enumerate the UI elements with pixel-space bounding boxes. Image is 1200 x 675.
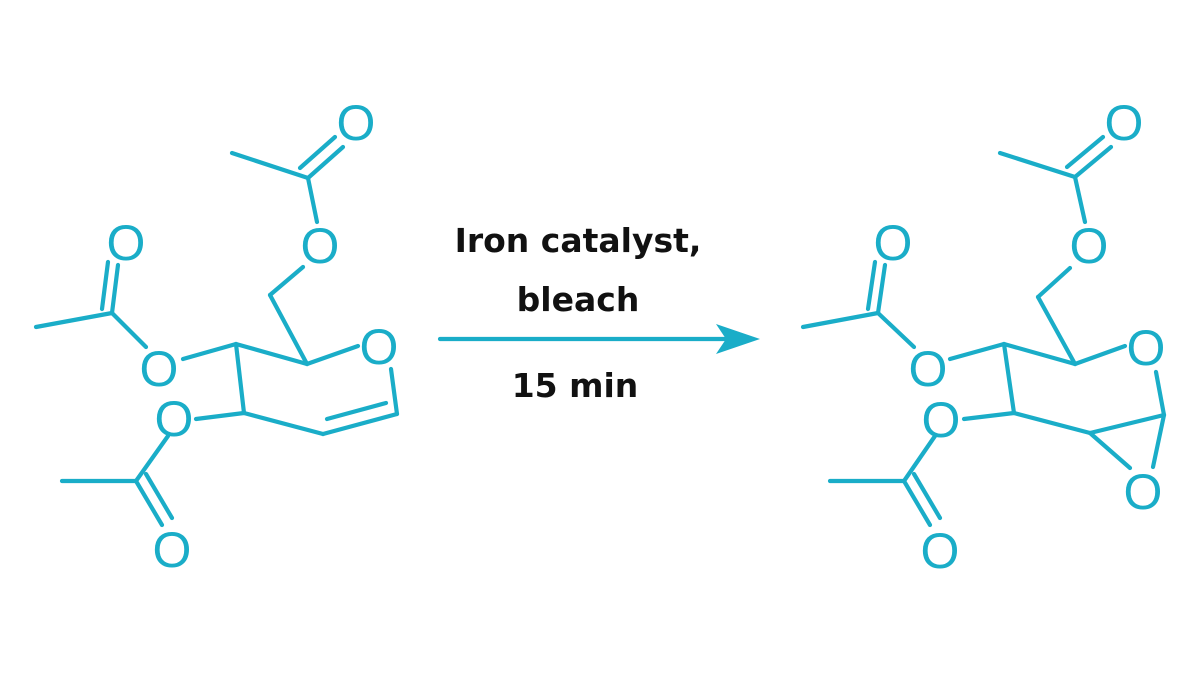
product-carbonyl-oxygen: O xyxy=(921,523,960,579)
reactant-ester-oxygen: O xyxy=(301,218,340,274)
product-ring-oxygen: O xyxy=(1127,320,1166,376)
product-ester-oxygen: O xyxy=(1070,218,1109,274)
product-bonds xyxy=(800,134,1167,528)
reactant-ester-oxygen: O xyxy=(140,341,179,397)
reactant-bonds xyxy=(33,134,400,528)
product-ester-oxygen: O xyxy=(922,392,961,448)
reaction-arrow-head xyxy=(716,324,760,354)
oxidant-label: bleach xyxy=(517,280,640,319)
reaction-arrow-group: Iron catalyst, bleach 15 min xyxy=(437,221,760,405)
reactant-ester-oxygen: O xyxy=(155,391,194,447)
reactant-molecule: O O O O O O O xyxy=(33,95,400,578)
reactant-carbonyl-oxygen: O xyxy=(337,95,376,151)
reaction-time-label: 15 min xyxy=(512,366,639,405)
reactant-carbonyl-oxygen: O xyxy=(153,522,192,578)
reactant-carbonyl-oxygen: O xyxy=(107,215,146,271)
catalyst-label: Iron catalyst, xyxy=(455,221,702,260)
product-epoxide-oxygen: O xyxy=(1124,464,1163,520)
product-molecule: O O O O O O O O xyxy=(800,95,1167,579)
product-atom-labels: O O O O O O O O xyxy=(874,95,1166,579)
product-ester-oxygen: O xyxy=(909,341,948,397)
product-carbonyl-oxygen: O xyxy=(874,215,913,271)
reactant-ring-oxygen: O xyxy=(360,319,399,375)
reactant-atom-labels: O O O O O O O xyxy=(107,95,399,578)
product-carbonyl-oxygen: O xyxy=(1105,95,1144,151)
